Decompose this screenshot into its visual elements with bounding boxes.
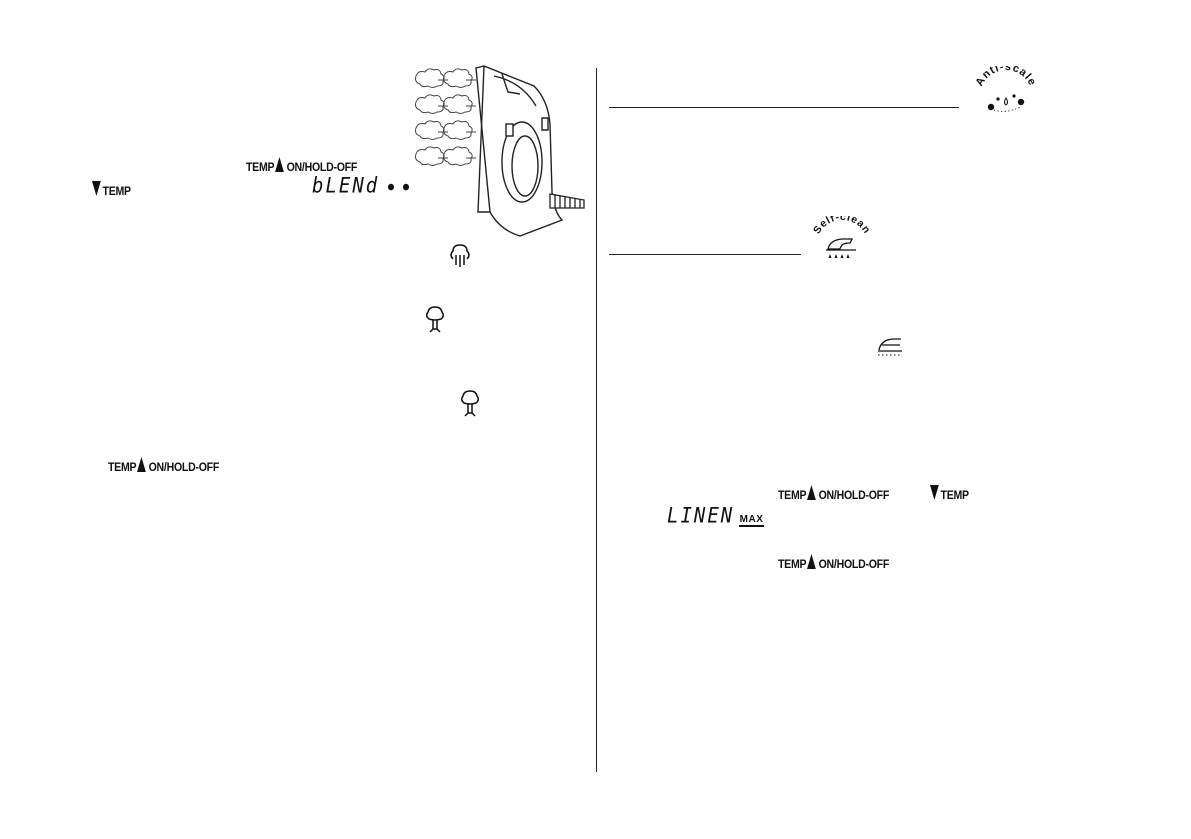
anti-scale-heading-rule — [609, 107, 959, 108]
self-clean-badge: Self-clean — [811, 216, 873, 258]
triangle-up-icon-4 — [807, 554, 816, 569]
lcd-blend-display: bLENd — [312, 173, 410, 199]
temp-up-text: TEMP — [246, 160, 275, 174]
temp-up-on-hold-off-label-3: TEMP ON/HOLD-OFF — [778, 485, 889, 502]
temp-up-on-hold-off-label-4: TEMP ON/HOLD-OFF — [778, 554, 889, 571]
temp-up-text-4: TEMP — [778, 557, 807, 571]
lcd-linen-text: LINEN — [667, 503, 735, 529]
triangle-up-icon-3 — [807, 485, 816, 500]
temp-up-text-3: TEMP — [778, 488, 807, 502]
anti-scale-text: Anti-scale — [974, 66, 1038, 88]
on-hold-off-text-4: ON/HOLD-OFF — [818, 557, 890, 571]
temp-up-text-2: TEMP — [108, 460, 137, 474]
steam-puff-icon-2 — [460, 390, 480, 417]
anti-scale-badge: Anti-scale — [974, 66, 1039, 112]
svg-text:Self-clean: Self-clean — [811, 216, 873, 236]
self-clean-text: Self-clean — [811, 216, 872, 236]
lcd-max-text: MAX — [738, 514, 765, 527]
column-divider — [596, 68, 597, 772]
lcd-dot-1 — [388, 183, 395, 190]
on-hold-off-text-2: ON/HOLD-OFF — [148, 460, 220, 474]
triangle-down-icon — [92, 181, 101, 196]
steam-iron-illustration — [415, 65, 585, 237]
lcd-dot-2 — [403, 183, 410, 190]
temp-up-on-hold-off-label: TEMP ON/HOLD-OFF — [246, 157, 357, 174]
triangle-up-icon-2 — [137, 457, 146, 472]
temp-up-on-hold-off-label-2: TEMP ON/HOLD-OFF — [108, 457, 219, 474]
on-hold-off-text-3: ON/HOLD-OFF — [818, 488, 890, 502]
self-clean-heading-rule — [609, 254, 801, 255]
triangle-up-icon — [275, 157, 284, 172]
triangle-down-icon-2 — [930, 485, 939, 500]
temp-down-label: TEMP — [92, 181, 131, 198]
temp-down-text-2: TEMP — [940, 488, 970, 502]
lcd-linen-display: LINEN MAX — [667, 503, 765, 529]
temp-down-label-2: TEMP — [930, 485, 969, 502]
lcd-blend-text: bLENd — [312, 173, 380, 199]
temp-down-text: TEMP — [102, 184, 132, 198]
iron-soleplate-icon — [878, 338, 902, 356]
svg-text:Anti-scale: Anti-scale — [974, 66, 1039, 88]
on-hold-off-text: ON/HOLD-OFF — [286, 160, 358, 174]
steam-puff-icon — [425, 306, 445, 333]
steam-burst-icon — [450, 244, 470, 267]
